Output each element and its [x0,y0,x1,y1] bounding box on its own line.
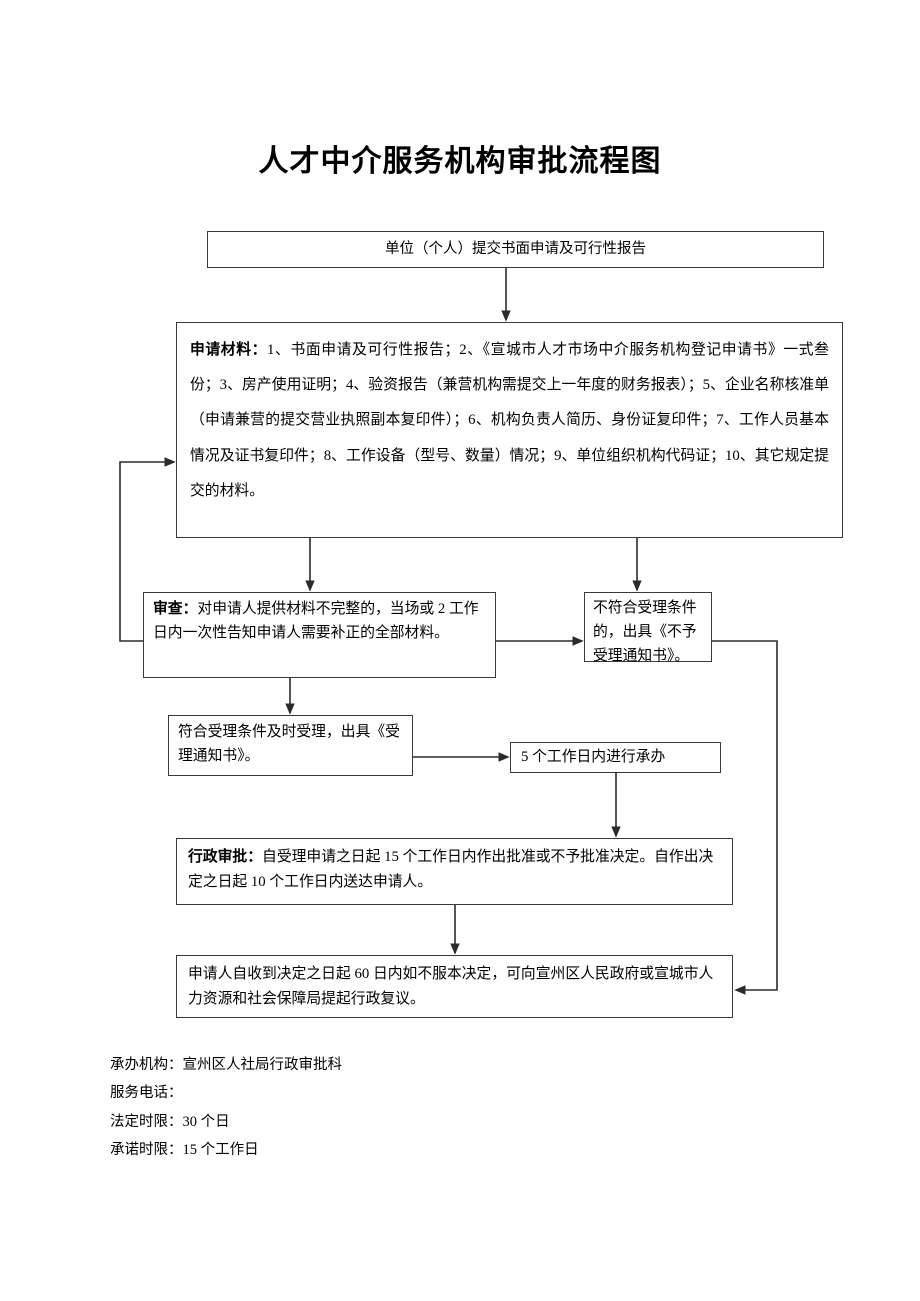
node-application-materials: 申请材料：1、书面申请及可行性报告；2、《宣城市人才市场中介服务机构登记申请书》… [176,322,843,538]
node-reject-notice: 不符合受理条件的，出具《不予受理通知书》。 [584,592,712,664]
node-accept-label: 符合受理条件及时受理，出具《受理通知书》。 [178,724,400,764]
page-title: 人才中介服务机构审批流程图 [258,145,662,178]
node-reject-label: 不符合受理条件的，出具《不予受理通知书》。 [593,600,697,664]
node-review-heading: 审查 [153,601,183,617]
footer-line-agency: 承办机构：宣州区人社局行政审批科 [110,1057,342,1073]
node-administrative-reconsideration: 申请人自收到决定之日起 60 日内如不服本决定，可向宣州区人民政府或宣城市人力资… [176,955,733,1018]
node-review-separator: ： [182,601,198,617]
node-submit-application: 单位（个人）提交书面申请及可行性报告 [207,231,824,268]
node-approval-separator: ： [247,849,263,865]
node-accept-notice: 符合受理条件及时受理，出具《受理通知书》。 [168,715,413,776]
footer-info: 承办机构：宣州区人社局行政审批科 服务电话： 法定时限：30 个日 承诺时限：1… [110,1051,710,1164]
footer-line-phone: 服务电话： [110,1085,183,1102]
node-reconsider-label: 申请人自收到决定之日起 60 日内如不服本决定，可向宣州区人民政府或宣城市人力资… [188,966,714,1007]
node-review: 审查：对申请人提供材料不完整的，当场或 2 工作日内一次性告知申请人需要补正的全… [143,592,496,678]
node-administrative-approval: 行政审批：自受理申请之日起 15 个工作日内作出批准或不予批准决定。自作出决定之… [176,838,733,905]
footer-line-promised-limit: 承诺时限：15 个工作日 [110,1141,259,1158]
connector-reject-to-reconsider [712,640,778,995]
footer-line-statutory-limit: 法定时限：30 个日 [110,1113,230,1130]
node-materials-separator: ： [251,342,268,358]
node-fiveday-label: 5 个工作日内进行承办 [521,749,666,766]
node-materials-heading: 申请材料 [190,342,252,358]
node-review-body: 对申请人提供材料不完整的，当场或 2 工作日内一次性告知申请人需要补正的全部材料… [153,601,479,641]
node-approval-heading: 行政审批 [188,849,248,865]
node-five-working-days: 5 个工作日内进行承办 [510,742,721,773]
node-submit-label: 单位（个人）提交书面申请及可行性报告 [385,240,646,257]
node-materials-body: 1、书面申请及可行性报告；2、《宣城市人才市场中介服务机构登记申请书》一式叁份；… [190,342,829,499]
node-approval-body: 自受理申请之日起 15 个工作日内作出批准或不予批准决定。自作出决定之日起 10… [188,849,714,890]
